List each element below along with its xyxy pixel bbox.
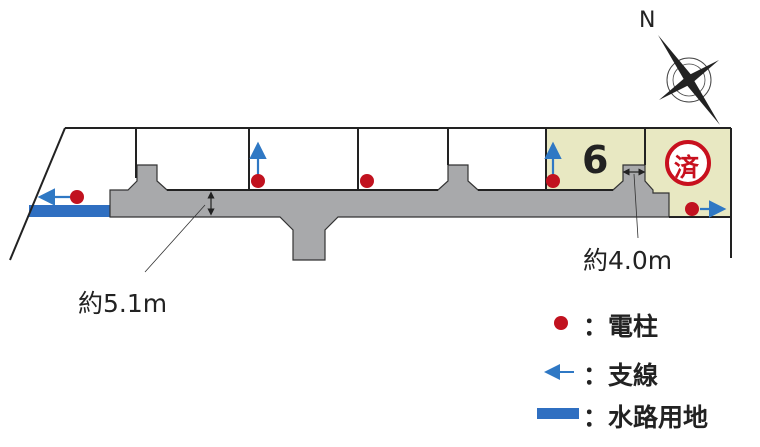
sold-stamp — [665, 140, 711, 186]
legend-waterway-label: ：水路用地 — [583, 403, 709, 432]
sold-label: 済 — [674, 153, 700, 182]
pole-dot — [70, 190, 84, 204]
pole-dot — [360, 174, 374, 188]
compass-north-label: N — [639, 8, 656, 33]
pole-dot — [685, 202, 699, 216]
road-width-leader — [144, 204, 206, 273]
access-width-leader — [633, 173, 639, 239]
access-width-label: 約4.0m — [583, 246, 673, 275]
guy-wires — [37, 141, 727, 218]
lot-boundaries — [9, 127, 732, 261]
legend-pole-label: ：電柱 — [583, 312, 659, 341]
lot-number: 6 — [582, 138, 609, 182]
compass-icon — [658, 35, 720, 125]
utility-poles — [70, 174, 699, 216]
legend-pole-icon — [554, 316, 568, 330]
legend-waterway-icon — [537, 408, 579, 419]
waterway — [29, 205, 110, 217]
legend-guy-wire-label: ：支線 — [583, 361, 659, 390]
road-width-label: 約5.1m — [78, 289, 168, 318]
pole-dot — [546, 174, 560, 188]
pole-dot — [251, 174, 265, 188]
